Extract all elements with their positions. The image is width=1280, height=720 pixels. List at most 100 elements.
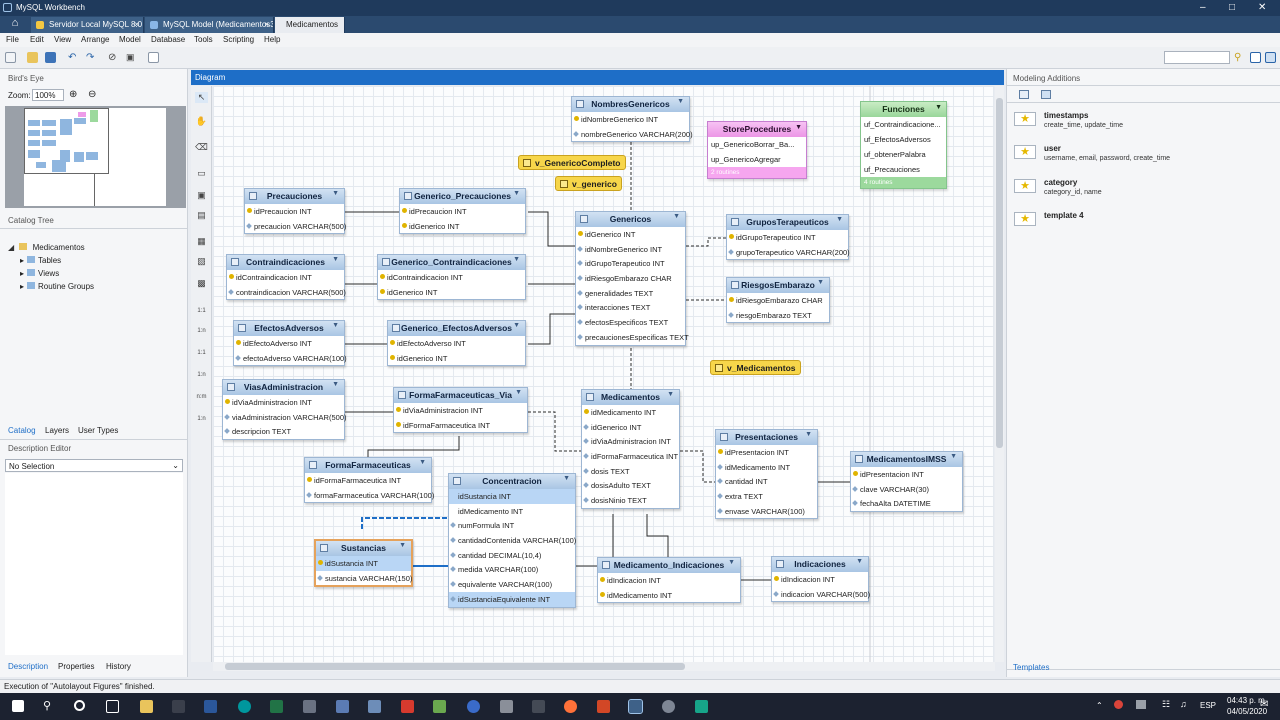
- table-header[interactable]: Genericos▼: [576, 212, 685, 227]
- column-row[interactable]: idIndicacion INT: [772, 572, 868, 587]
- template-timestamps[interactable]: ★ timestamps create_time, update_time: [1012, 108, 1272, 138]
- collapse-icon[interactable]: ▼: [805, 431, 812, 438]
- column-row[interactable]: nombreGenerico VARCHAR(200): [572, 127, 693, 142]
- app-icon[interactable]: [500, 700, 513, 713]
- app-icon[interactable]: [532, 700, 545, 713]
- table-medicamentos[interactable]: Medicamentos▼ idMedicamento INT idGeneri…: [581, 389, 680, 509]
- collapse-icon[interactable]: ▼: [950, 453, 957, 460]
- tree-root[interactable]: ◢ Medicamentos: [8, 243, 85, 252]
- maximize-icon[interactable]: □: [1229, 2, 1236, 13]
- pointer-icon[interactable]: ↖: [195, 92, 208, 103]
- store-icon[interactable]: [172, 700, 185, 713]
- table-forma-farmaceuticas-via[interactable]: FormaFarmaceuticas_Via▼ idViaAdministrac…: [393, 387, 528, 434]
- view-v-medicamentos[interactable]: v_Medicamentos: [710, 360, 801, 375]
- app-icon[interactable]: [433, 700, 446, 713]
- clock-date[interactable]: 04/05/2020: [1227, 707, 1268, 716]
- home-icon[interactable]: ⌂: [11, 17, 19, 29]
- collapse-icon[interactable]: ▼: [677, 98, 684, 105]
- hand-icon[interactable]: ✋: [195, 116, 208, 126]
- column-row[interactable]: idMedicamento INT: [582, 405, 679, 420]
- zoom-select[interactable]: 100%: [32, 89, 64, 101]
- table-precauciones[interactable]: Precauciones▼ idPrecaucion INT precaucio…: [244, 188, 346, 235]
- horizontal-scrollbar[interactable]: [213, 662, 995, 671]
- template-category[interactable]: ★ category category_id, name: [1012, 175, 1272, 205]
- table-header[interactable]: GruposTerapeuticos▼: [727, 215, 848, 230]
- table-header[interactable]: FormaFarmaceuticas▼: [305, 458, 431, 473]
- column-row[interactable]: generalidades TEXT: [576, 286, 685, 301]
- relation-existing-icon[interactable]: 1:n: [197, 416, 206, 422]
- routine-group-funciones[interactable]: Funciones▼ uf_Contraindicacione... uf_Ef…: [860, 101, 947, 189]
- column-row[interactable]: cantidad DECIMAL(10,4): [449, 548, 575, 563]
- close-icon[interactable]: ×: [264, 20, 269, 29]
- tree-item-views[interactable]: ▸Views: [20, 269, 60, 278]
- column-row[interactable]: idEfectoAdverso INT: [234, 336, 344, 351]
- relation-1-1-icon[interactable]: 1:1: [197, 308, 206, 314]
- menu-model[interactable]: Model: [119, 35, 141, 44]
- routine-header[interactable]: Funciones▼: [861, 102, 946, 117]
- column-row[interactable]: clave VARCHAR(30): [851, 482, 962, 497]
- collapse-icon[interactable]: ▼: [332, 381, 339, 388]
- menu-tools[interactable]: Tools: [194, 35, 213, 44]
- table-efectos-adversos[interactable]: EfectosAdversos▼ idEfectoAdverso INT efe…: [233, 320, 347, 367]
- table-header[interactable]: NombresGenericos▼: [572, 97, 689, 112]
- tab-properties[interactable]: Properties: [58, 662, 95, 671]
- relation-1-n-identifying-icon[interactable]: 1:n: [197, 372, 206, 378]
- app-icon[interactable]: [368, 700, 381, 713]
- table-indicaciones[interactable]: Indicaciones▼ idIndicacion INT indicacio…: [771, 556, 870, 603]
- column-row[interactable]: idMedicamento INT: [716, 460, 817, 475]
- column-row[interactable]: idGenerico INT: [378, 285, 525, 300]
- task-view-icon[interactable]: [106, 700, 119, 713]
- tab-layers[interactable]: Layers: [45, 426, 70, 435]
- routine-header[interactable]: StoreProcedures▼: [708, 122, 806, 137]
- table-forma-farmaceuticas[interactable]: FormaFarmaceuticas▼ idFormaFarmaceutica …: [304, 457, 434, 504]
- table-generico-precauciones[interactable]: Generico_Precauciones▼ idPrecaucion INT …: [399, 188, 526, 235]
- table-header[interactable]: EfectosAdversos▼: [234, 321, 344, 336]
- column-row[interactable]: precaucionesEspecificas TEXT: [576, 330, 689, 345]
- tab-medicamentos[interactable]: Medicamentos: [275, 17, 345, 33]
- vertical-scrollbar[interactable]: [995, 86, 1004, 662]
- app-icon[interactable]: [695, 700, 708, 713]
- app-icon[interactable]: [662, 700, 675, 713]
- collapse-icon[interactable]: ▼: [667, 391, 674, 398]
- tab-user-types[interactable]: User Types: [78, 426, 119, 435]
- menu-arrange[interactable]: Arrange: [81, 35, 110, 44]
- search-input[interactable]: [1164, 51, 1230, 64]
- column-row[interactable]: interacciones TEXT: [576, 300, 685, 315]
- table-header[interactable]: Concentracion▼: [449, 474, 575, 489]
- column-row[interactable]: viaAdministracion VARCHAR(500): [223, 410, 346, 425]
- column-row[interactable]: idGenerico INT: [388, 351, 525, 366]
- collapse-icon[interactable]: ▼: [419, 459, 426, 466]
- column-row[interactable]: idPresentacion INT: [716, 445, 817, 460]
- menu-database[interactable]: Database: [151, 35, 186, 44]
- search-icon[interactable]: ⚲: [1234, 52, 1242, 63]
- column-row[interactable]: idMedicamento INT: [449, 504, 575, 519]
- column-row[interactable]: dosis TEXT: [582, 464, 679, 479]
- open-folder-icon[interactable]: [27, 52, 38, 63]
- column-row[interactable]: formaFarmaceutica VARCHAR(100): [305, 488, 434, 503]
- column-row[interactable]: idNombreGenerico INT: [572, 112, 689, 127]
- toggle-sidebar-icon[interactable]: [1250, 52, 1261, 63]
- routine-item[interactable]: uf_EfectosAdversos: [864, 135, 931, 144]
- firefox-icon[interactable]: [564, 700, 577, 713]
- volume-icon[interactable]: ♫: [1180, 699, 1187, 709]
- clock-time[interactable]: 04:43 p. m.: [1227, 696, 1268, 705]
- table-header[interactable]: Medicamento_Indicaciones▼: [598, 558, 740, 573]
- table-riesgos-embarazo[interactable]: RiesgosEmbarazo▼ idRiesgoEmbarazo CHAR r…: [726, 277, 830, 324]
- table-genericos[interactable]: Genericos▼ idGenerico INT idNombreGeneri…: [575, 211, 689, 346]
- collapse-icon[interactable]: ▼: [935, 104, 942, 111]
- column-row[interactable]: cantidad INT: [716, 474, 817, 489]
- windows-start-icon[interactable]: [12, 700, 24, 712]
- zoom-out-icon[interactable]: ⊖: [88, 89, 97, 100]
- tab-history[interactable]: History: [106, 662, 131, 671]
- column-row[interactable]: idViaAdministracion INT: [394, 403, 527, 418]
- column-row[interactable]: numFormula INT: [449, 518, 575, 533]
- search-icon[interactable]: ⚲: [43, 700, 52, 712]
- view-v-generico[interactable]: v_generico: [555, 176, 622, 191]
- close-icon[interactable]: ✕: [1258, 2, 1267, 13]
- routine-item[interactable]: uf_obtenerPalabra: [864, 150, 926, 159]
- network-icon[interactable]: ☷: [1162, 699, 1171, 709]
- column-row[interactable]: idPresentacion INT: [851, 467, 962, 482]
- routine-item[interactable]: up_GenericoAgregar: [711, 155, 781, 164]
- column-row[interactable]: idEfectoAdverso INT: [388, 336, 525, 351]
- menu-help[interactable]: Help: [264, 35, 281, 44]
